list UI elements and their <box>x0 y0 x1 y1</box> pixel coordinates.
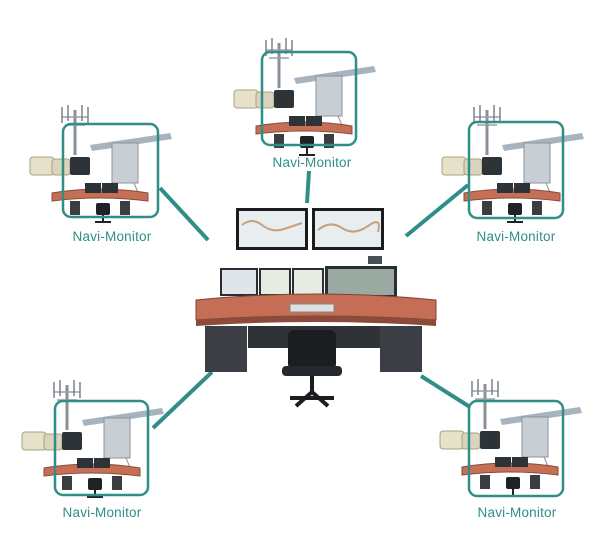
station-lower-left <box>20 378 166 499</box>
station-label-upper-right: Navi-Monitor <box>476 229 556 244</box>
station-frame <box>467 399 565 498</box>
station-frame <box>260 50 358 147</box>
station-top-center <box>232 36 378 157</box>
connector-lower-left <box>151 370 214 430</box>
wall-display-icon <box>236 208 384 250</box>
connector-upper-right <box>404 183 470 238</box>
station-upper-right <box>440 103 586 224</box>
connector-lower-right <box>419 374 472 409</box>
desk-monitors <box>220 256 397 298</box>
station-label-upper-left: Navi-Monitor <box>72 229 152 244</box>
station-label-lower-left: Navi-Monitor <box>62 505 142 520</box>
central-control-room <box>195 208 437 408</box>
station-label-top-center: Navi-Monitor <box>272 155 352 170</box>
station-label-lower-right: Navi-Monitor <box>477 505 557 520</box>
station-upper-left <box>28 103 174 224</box>
station-frame <box>53 399 150 497</box>
station-lower-right <box>438 377 584 498</box>
connector-upper-left <box>158 186 210 242</box>
station-frame <box>467 120 565 220</box>
connector-top <box>305 170 311 204</box>
control-console-icon <box>195 293 437 372</box>
station-frame <box>61 122 160 219</box>
office-chair-icon <box>282 330 342 408</box>
